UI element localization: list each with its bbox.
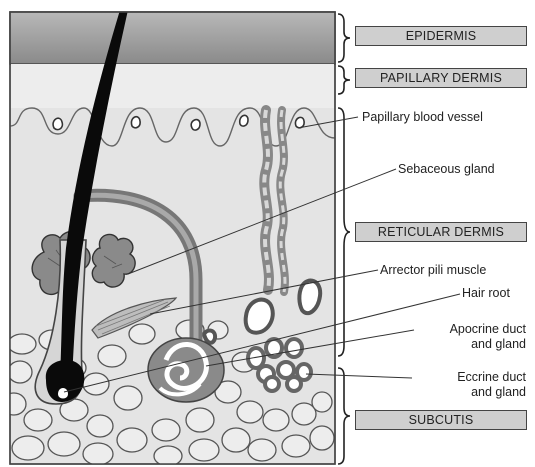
label-apocrine-duct-and-gland: Apocrine duct and gland [396, 322, 526, 352]
label-arrector-pili-muscle: Arrector pili muscle [380, 263, 486, 278]
layer-braces [338, 14, 350, 464]
label-papillary-dermis: PAPILLARY DERMIS [355, 68, 527, 88]
label-eccrine-duct-and-gland: Eccrine duct and gland [396, 370, 526, 400]
apocrine-gland [148, 338, 224, 402]
apocrine-line-2: and gland [396, 337, 526, 352]
label-hair-root: Hair root [462, 286, 510, 301]
label-epidermis: EPIDERMIS [355, 26, 527, 46]
apocrine-line-1: Apocrine duct [396, 322, 526, 337]
epidermis-layer [10, 12, 335, 64]
papillary-vessel-loop [295, 117, 304, 127]
dermal-papilla [58, 388, 68, 399]
papillary-dermis-layer [11, 64, 334, 108]
papillary-vessel-loop [131, 117, 140, 128]
label-papillary-blood-vessel: Papillary blood vessel [362, 110, 483, 125]
papillary-vessel-loop [191, 120, 200, 130]
eccrine-line-2: and gland [396, 385, 526, 400]
reticular-dermis-brace [338, 108, 350, 356]
papillary-vessel-loop [240, 115, 248, 126]
label-sebaceous-gland: Sebaceous gland [398, 162, 495, 177]
papillary-vessel-loop [53, 118, 62, 129]
label-reticular-dermis: RETICULAR DERMIS [355, 222, 527, 242]
epidermis-brace [338, 14, 350, 62]
label-subcutis: SUBCUTIS [355, 410, 527, 430]
subcutis-brace [338, 368, 350, 464]
eccrine-line-1: Eccrine duct [396, 370, 526, 385]
papillary-dermis-brace [338, 66, 350, 94]
